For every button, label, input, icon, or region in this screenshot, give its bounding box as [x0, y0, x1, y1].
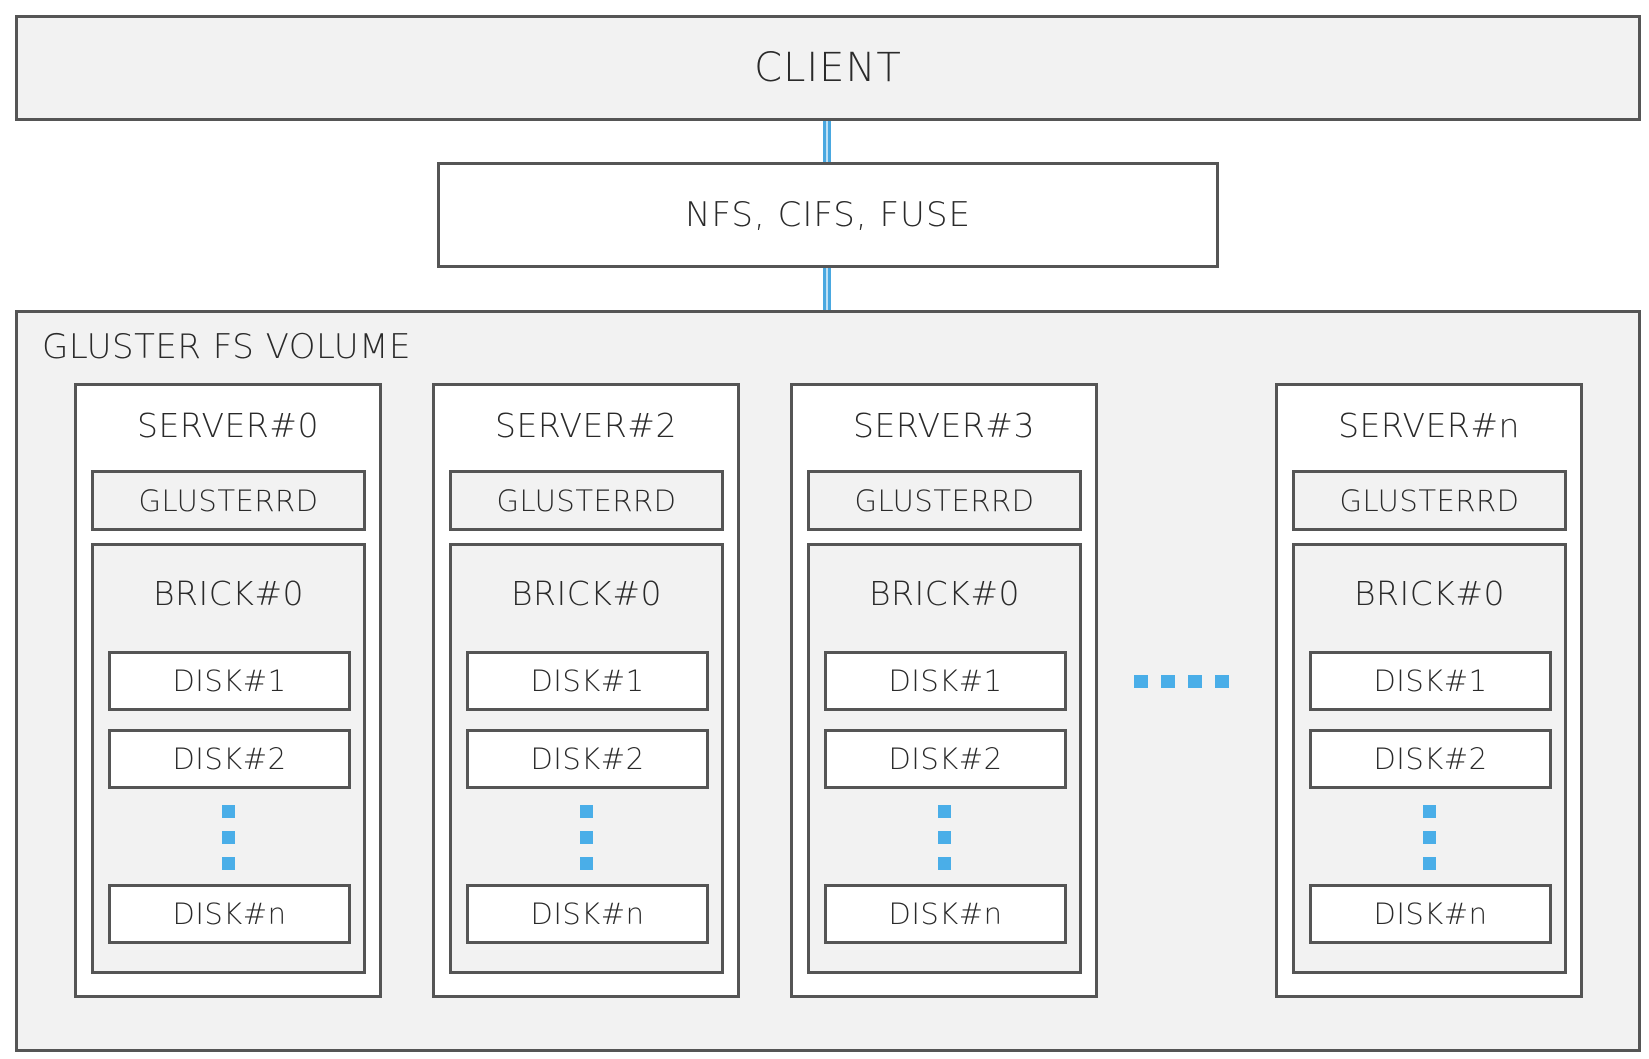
disk-box: DISK#n: [466, 884, 709, 944]
disk-label: DISK#2: [530, 742, 645, 776]
glusterd-label: GLUSTERRD: [1339, 483, 1520, 518]
vertical-ellipsis-dots: [1423, 805, 1437, 875]
brick-box: BRICK#0 DISK#1 DISK#2 DISK#n: [91, 543, 366, 974]
disk-box: DISK#2: [824, 729, 1067, 789]
vertical-ellipsis-dots: [580, 805, 594, 875]
disk-box: DISK#1: [108, 651, 351, 711]
server-title: SERVER#0: [137, 406, 319, 445]
brick-title: BRICK#0: [152, 574, 305, 613]
client-protocol-connector: [823, 121, 831, 162]
disk-box: DISK#1: [824, 651, 1067, 711]
disk-box: DISK#2: [108, 729, 351, 789]
server-2: SERVER#2 GLUSTERRD BRICK#0 DISK#1 DISK#2…: [432, 383, 740, 998]
client-box: CLIENT: [15, 15, 1641, 121]
protocol-volume-connector: [823, 268, 831, 310]
disk-label: DISK#2: [888, 742, 1003, 776]
brick-title: BRICK#0: [868, 574, 1021, 613]
horizontal-ellipsis-dots: [1134, 675, 1234, 689]
server-3: SERVER#3 GLUSTERRD BRICK#0 DISK#1 DISK#2…: [790, 383, 1098, 998]
brick-title: BRICK#0: [510, 574, 663, 613]
disk-box: DISK#n: [1309, 884, 1552, 944]
disk-label: DISK#n: [530, 897, 645, 931]
disk-box: DISK#n: [108, 884, 351, 944]
disk-label: DISK#n: [888, 897, 1003, 931]
brick-box: BRICK#0 DISK#1 DISK#2 DISK#n: [807, 543, 1082, 974]
server-n: SERVER#n GLUSTERRD BRICK#0 DISK#1 DISK#2…: [1275, 383, 1583, 998]
glusterd-label: GLUSTERRD: [496, 483, 677, 518]
disk-label: DISK#1: [888, 664, 1003, 698]
server-title: SERVER#2: [495, 406, 677, 445]
vertical-ellipsis-dots: [222, 805, 236, 875]
disk-label: DISK#2: [172, 742, 287, 776]
brick-box: BRICK#0 DISK#1 DISK#2 DISK#n: [1292, 543, 1567, 974]
disk-box: DISK#1: [466, 651, 709, 711]
disk-label: DISK#2: [1373, 742, 1488, 776]
server-0: SERVER#0 GLUSTERRD BRICK#0 DISK#1 DISK#2…: [74, 383, 382, 998]
disk-label: DISK#n: [172, 897, 287, 931]
glusterd-label: GLUSTERRD: [138, 483, 319, 518]
protocol-label: NFS, CIFS, FUSE: [684, 195, 972, 235]
glusterd-box: GLUSTERRD: [807, 470, 1082, 531]
volume-title: GLUSTER FS VOLUME: [42, 327, 411, 367]
server-title: SERVER#3: [853, 406, 1035, 445]
glusterd-box: GLUSTERRD: [1292, 470, 1567, 531]
glusterd-label: GLUSTERRD: [854, 483, 1035, 518]
disk-box: DISK#2: [1309, 729, 1552, 789]
brick-title: BRICK#0: [1353, 574, 1506, 613]
disk-label: DISK#1: [1373, 664, 1488, 698]
disk-label: DISK#n: [1373, 897, 1488, 931]
disk-label: DISK#1: [172, 664, 287, 698]
glusterd-box: GLUSTERRD: [449, 470, 724, 531]
glusterd-box: GLUSTERRD: [91, 470, 366, 531]
disk-box: DISK#n: [824, 884, 1067, 944]
disk-box: DISK#2: [466, 729, 709, 789]
brick-box: BRICK#0 DISK#1 DISK#2 DISK#n: [449, 543, 724, 974]
disk-label: DISK#1: [530, 664, 645, 698]
server-title: SERVER#n: [1338, 406, 1520, 445]
protocol-box: NFS, CIFS, FUSE: [437, 162, 1219, 268]
vertical-ellipsis-dots: [938, 805, 952, 875]
client-label: CLIENT: [754, 45, 902, 91]
disk-box: DISK#1: [1309, 651, 1552, 711]
